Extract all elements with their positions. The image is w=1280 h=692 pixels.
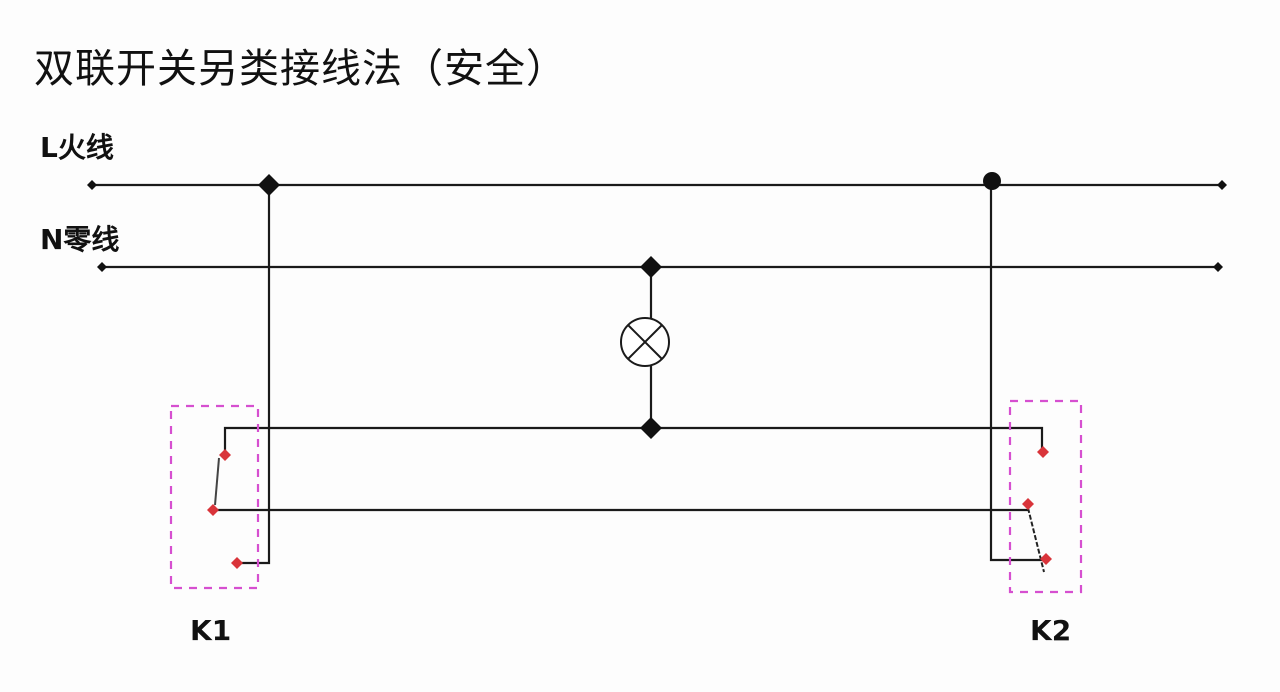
switch-k1 <box>169 404 260 590</box>
neutral-wire-label: N零线 <box>40 223 120 256</box>
neutral-wire-end-left <box>97 262 107 272</box>
k1-switch-box <box>169 404 260 590</box>
k2-terminal-middle <box>1022 498 1034 510</box>
k1-common-feed <box>238 185 271 565</box>
traveler-wire-1 <box>223 426 1044 455</box>
k1-terminal-middle <box>207 504 219 516</box>
diagram-title: 双联开关另类接线法（安全） <box>34 46 567 92</box>
k2-terminal-bottom <box>1040 553 1052 565</box>
junction-node-n-lamp <box>640 256 662 278</box>
junction-node-lamp-bottom <box>640 417 662 439</box>
neutral-wire-end-right <box>1213 262 1223 272</box>
live-wire-end-left <box>87 180 97 190</box>
switch-k2-label: K2 <box>1030 614 1072 647</box>
live-wire-label: L火线 <box>40 131 114 164</box>
k1-terminal-bottom <box>231 557 243 569</box>
switch-k1-label: K1 <box>190 614 232 647</box>
k1-terminal-top <box>219 449 231 461</box>
k2-terminal-top <box>1037 446 1049 458</box>
live-wire-end-right <box>1217 180 1227 190</box>
junction-node-l-right <box>983 172 1001 190</box>
switch-k2 <box>1008 399 1083 594</box>
junction-node-l-left <box>258 174 280 196</box>
k2-switch-box <box>1008 399 1083 594</box>
k2-common-feed <box>989 181 1044 562</box>
lamp-icon <box>620 317 670 367</box>
